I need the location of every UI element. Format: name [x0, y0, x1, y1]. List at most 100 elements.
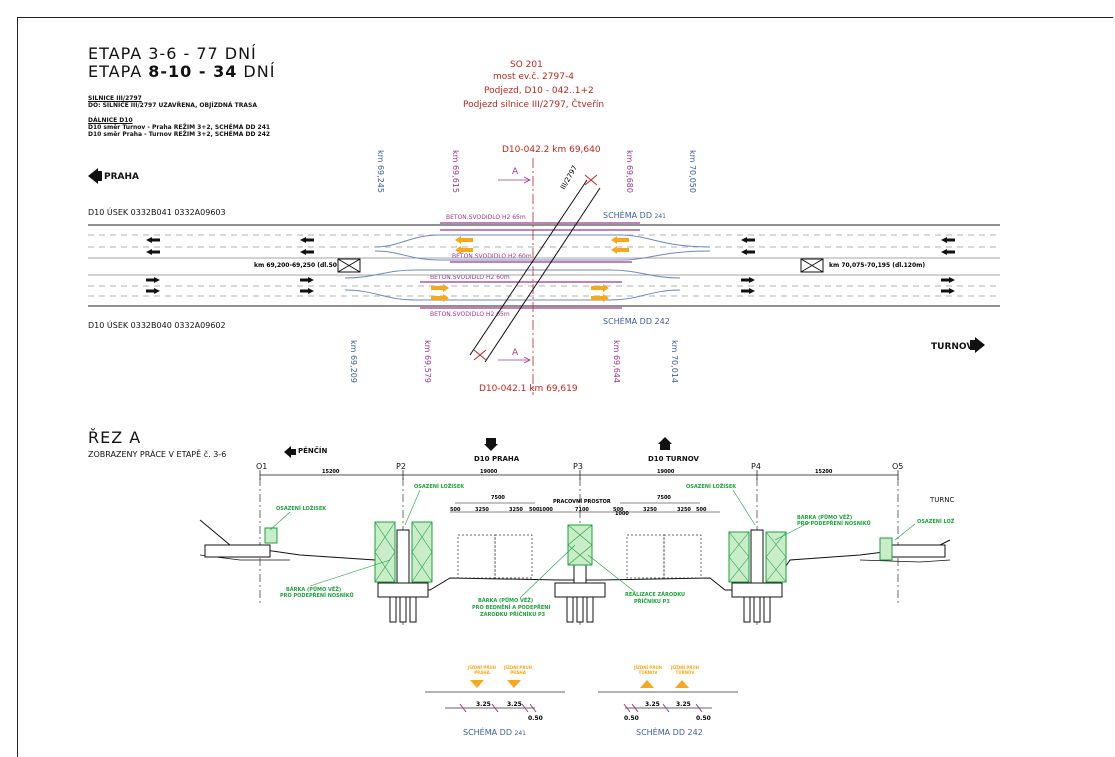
traffic-arrows	[146, 237, 955, 294]
scheme-241-marks	[459, 703, 537, 713]
orange-arrow-icon	[611, 236, 629, 244]
lane-turnov-1: JÍZDNÍ PRUH TURNOV	[634, 665, 663, 675]
lane-praha-1: JÍZDNÍ PRUH PRAHA	[468, 665, 497, 675]
lane-praha-2: JÍZDNÍ PRUH PRAHA	[504, 665, 533, 675]
dim-3250-1: 3250	[475, 507, 489, 513]
legend-hwy-head: DÁLNICE D10	[88, 117, 133, 124]
w-325-4: 3.25	[676, 701, 691, 708]
span-1: 15200	[322, 469, 340, 475]
note-osazeni-o5: OSAZENÍ LOŽ	[917, 519, 955, 525]
section-title: ŘEZ A	[88, 428, 142, 447]
d10-turnov-label: D10 TURNOV	[648, 455, 699, 463]
orange-arrow-icon	[591, 294, 609, 302]
span-4: 15200	[815, 469, 833, 475]
concrete-barriers	[420, 222, 640, 309]
drawing-sheet	[17, 17, 1113, 757]
orange-arrow-icon	[431, 284, 449, 292]
section-subtitle: ZOBRAZENY PRÁCE V ETAPĚ č. 3-6	[88, 450, 227, 459]
span-3: 19000	[657, 469, 675, 475]
scheme-241-title: SCHÉMA DD 241	[463, 728, 526, 737]
arrow-left-icon	[300, 249, 314, 255]
svodidlo-4: BETON.SVODIDLO H2 65m	[430, 311, 510, 318]
dim-3250-3: 3250	[643, 507, 657, 513]
orange-arrows	[431, 236, 629, 302]
lane-turnov-2: JÍZDNÍ PRUH TURNOV	[671, 665, 700, 675]
title-line-2: ETAPA 8-10 - 34 DNÍ	[88, 62, 276, 81]
svodidlo-2: BETON.SVODIDLO H2 60m	[452, 253, 532, 260]
note-barka-p2-1: BÁRKA (PŮMO VĚŽ)	[286, 587, 342, 593]
orange-arrow-icon	[611, 246, 629, 254]
usek-bottom: D10 ÚSEK 0332B040 0332A09602	[88, 321, 226, 330]
scheme-242-arrows	[640, 680, 689, 688]
direction-turnov-label: TURNOV	[931, 342, 974, 352]
road-edges	[88, 224, 1000, 307]
note-barka-p3-3: ZÁRODKU PŘÍČNÍKU P3	[480, 612, 546, 618]
legend-hwy-line-1: D10 směr Turnov - Praha REŽIM 3+2, SCHÉM…	[88, 124, 271, 131]
w-325-2: 3.25	[507, 701, 522, 708]
orange-arrow-icon	[455, 246, 473, 254]
section-a-bottom: A	[512, 348, 519, 358]
svodidlo-1: BETON.SVODIDLO H2 65m	[446, 214, 526, 221]
crossing-road	[469, 179, 601, 363]
note-osazeni-p2: OSAZENÍ LOŽISEK	[414, 484, 465, 490]
span-dimension-line	[259, 470, 899, 480]
dim-7500-left: 7500	[491, 495, 505, 501]
d10-praha-label: D10 PRAHA	[474, 455, 520, 463]
scheme-241-arrows	[470, 680, 521, 688]
dim-500-3: 500	[613, 507, 624, 513]
scheme-241	[425, 691, 565, 709]
right-box-label: km 70,075-70,195 (dl.120m)	[829, 262, 926, 269]
section-a-top: A	[512, 167, 519, 177]
arrow-right-icon	[941, 277, 955, 283]
support-p2: P2	[396, 462, 406, 471]
w-050-1: 0.50	[528, 715, 543, 722]
scheme-242-title: SCHÉMA DD 242	[636, 728, 703, 737]
arrow-right-icon	[146, 277, 160, 283]
note-barka-p2-2: PRO PODEPŘENÍ NOSNÍKŮ	[280, 593, 354, 599]
direction-praha-label: PRAHA	[104, 172, 139, 182]
support-o5: O5	[892, 462, 904, 471]
schema-241-label: SCHÉMA DD 241	[603, 211, 666, 220]
traffic-shift-lines	[344, 234, 711, 301]
arrow-left-icon	[741, 249, 755, 255]
arrow-left-icon	[741, 237, 755, 243]
podjezd-2: Podjezd silnice III/2797, Čtveřín	[463, 100, 605, 110]
dim-500-1: 500	[450, 507, 461, 513]
w-050-3: 0.50	[696, 715, 711, 722]
most-number: most ev.č. 2797-4	[493, 72, 574, 82]
dim-500-4: 500	[696, 507, 707, 513]
arrow-left-icon	[300, 237, 314, 243]
median-lines	[88, 257, 1000, 276]
top-station: D10-042.2 km 69,640	[502, 145, 601, 155]
lane-dimension-lines	[450, 502, 720, 513]
pier-shafts	[396, 529, 764, 584]
orange-arrow-icon	[455, 236, 473, 244]
dim-3250-2: 3250	[509, 507, 523, 513]
arrow-right-icon	[300, 277, 314, 283]
title-line-1: ETAPA 3-6 - 77 DNÍ	[88, 44, 257, 63]
usek-top: D10 ÚSEK 0332B041 0332A09603	[88, 208, 226, 217]
arrow-right-icon	[741, 288, 755, 294]
support-p4: P4	[751, 462, 761, 471]
legend-road-head: SILNICE III/2797	[88, 95, 142, 102]
support-o1: O1	[256, 462, 268, 471]
arrow-right-icon	[741, 277, 755, 283]
scheme-242-marks	[623, 703, 703, 713]
dim-500-2: 500	[529, 507, 540, 513]
arrow-praha-icon	[88, 168, 98, 184]
road-end-marks	[473, 174, 598, 361]
so-number: SO 201	[510, 60, 543, 70]
scheme-242	[598, 691, 738, 709]
note-barka-p3-2: PRO BEDNĚNÍ A PODEPŘENÍ	[472, 605, 551, 611]
note-osazeni-p4: OSAZENÍ LOŽISEK	[686, 484, 737, 490]
section-a-arrows	[498, 176, 531, 364]
left-box-label: km 69,200-69,250 (dl.50m)	[254, 262, 346, 269]
arrow-turnov-icon	[975, 337, 985, 353]
turnc-label: TURNC	[930, 496, 955, 504]
arrow-left-icon	[146, 237, 160, 243]
span-2: 19000	[480, 469, 498, 475]
note-realizace-2: PŘÍČNÍKU P3	[634, 599, 670, 605]
w-325-3: 3.25	[645, 701, 660, 708]
legend-road-line: DO: SILNICE III/2797 UZAVŘENA, OBJÍZDNÁ …	[88, 102, 257, 109]
